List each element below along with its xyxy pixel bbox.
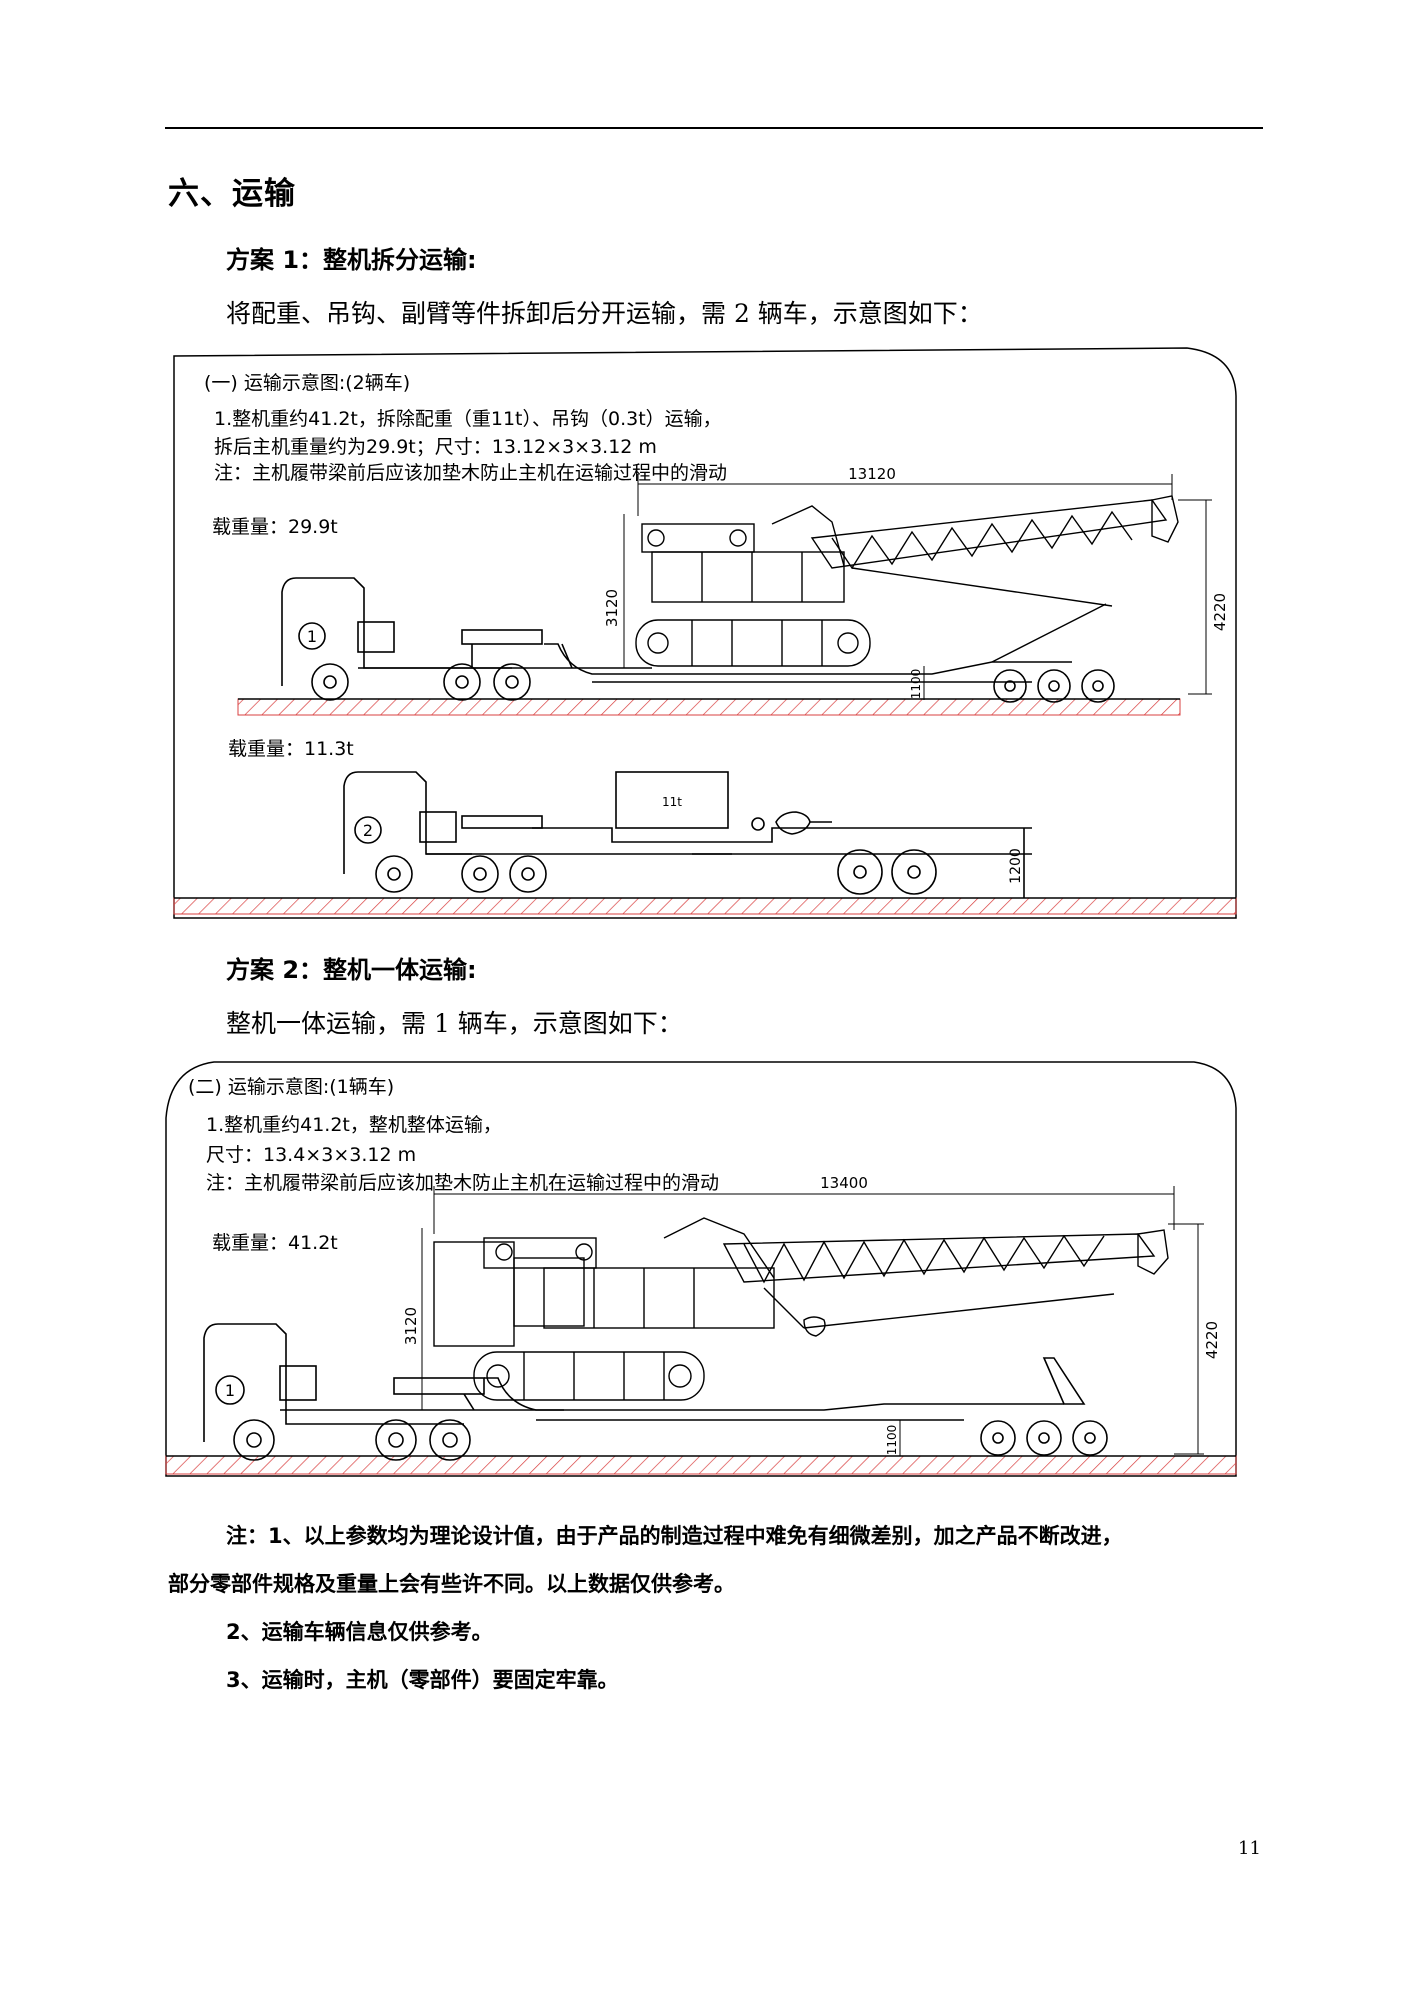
diagram-frame bbox=[173, 347, 1237, 919]
note-1b: 部分零部件规格及重量上会有些许不同。以上数据仅供参考。 bbox=[168, 1572, 735, 1596]
diagram1-line3: 注：主机履带梁前后应该加垫木防止主机在运输过程中的滑动 bbox=[214, 462, 728, 484]
note-1a: 注：1、以上参数均为理论设计值，由于产品的制造过程中难免有细微差别，加之产品不断… bbox=[226, 1524, 1123, 1548]
counterweight-label: 11t bbox=[662, 795, 682, 809]
plan2-title: 方案 2：整机一体运输: bbox=[226, 956, 477, 984]
plan1-title: 方案 1：整机拆分运输: bbox=[226, 246, 477, 274]
diagram2-line2: 尺寸：13.4×3×3.12 m bbox=[206, 1144, 417, 1166]
plan2-description: 整机一体运输，需 1 辆车，示意图如下： bbox=[226, 1009, 683, 1038]
diagram1-line1: 1.整机重约41.2t，拆除配重（重11t）、吊钩（0.3t）运输， bbox=[214, 408, 722, 430]
truck2-load: 载重量：11.3t bbox=[228, 738, 354, 760]
dim-height-2: 3120 bbox=[402, 1307, 420, 1345]
dimensions-1 bbox=[623, 474, 1212, 700]
section-title: 六、运输 bbox=[168, 176, 296, 212]
truck-2-number: 2 bbox=[363, 821, 373, 840]
dim-length-2: 13400 bbox=[820, 1174, 868, 1192]
crawler-crane-1 bbox=[635, 495, 1179, 667]
truck-1-number: 1 bbox=[307, 627, 317, 646]
dim-total-height-2: 4220 bbox=[1203, 1321, 1221, 1359]
truck1-load: 载重量：29.9t bbox=[212, 516, 338, 538]
transport-diagram-2: 13400 3120 4220 1100 1 (二) 运输示意图:(1辆车) 1… bbox=[164, 1058, 1238, 1478]
diagram1-caption: (一) 运输示意图:(2辆车) bbox=[204, 372, 411, 394]
crawler-crane-2 bbox=[433, 1217, 1169, 1401]
ground-hatch-2 bbox=[173, 897, 1237, 915]
dim-deck-2: 1200 bbox=[1008, 848, 1024, 884]
plan1-description: 将配重、吊钩、副臂等件拆卸后分开运输，需 2 辆车，示意图如下： bbox=[226, 299, 983, 328]
dim-length-1: 13120 bbox=[848, 465, 896, 483]
page-number: 11 bbox=[1238, 1838, 1261, 1859]
truck-2 bbox=[343, 771, 1032, 898]
note-3: 3、运输时，主机（零部件）要固定牢靠。 bbox=[226, 1668, 619, 1692]
diagram2-caption: (二) 运输示意图:(1辆车) bbox=[188, 1076, 395, 1098]
truck-1 bbox=[281, 577, 1115, 703]
header-rule bbox=[165, 127, 1263, 129]
notes-block: 注：1、以上参数均为理论设计值，由于产品的制造过程中难免有细微差别，加之产品不断… bbox=[168, 1512, 1268, 1704]
diagram1-line2: 拆后主机重量约为29.9t；尺寸：13.12×3×3.12 m bbox=[214, 436, 657, 458]
truck-3 bbox=[203, 1323, 1108, 1461]
truck3-load: 载重量：41.2t bbox=[212, 1232, 338, 1254]
dim-deck-1: 1100 bbox=[909, 669, 923, 700]
dimensions-2 bbox=[421, 1186, 1204, 1456]
dim-total-height-1: 4220 bbox=[1211, 593, 1229, 631]
truck-3-number: 1 bbox=[225, 1381, 235, 1400]
dim-deck-3: 1100 bbox=[885, 1425, 899, 1456]
diagram-frame-2 bbox=[165, 1061, 1237, 1477]
diagram2-line3: 注：主机履带梁前后应该加垫木防止主机在运输过程中的滑动 bbox=[206, 1172, 720, 1194]
transport-diagram-1: 13120 3120 4220 1100 1 11t bbox=[172, 346, 1238, 920]
ground-hatch-3 bbox=[165, 1455, 1237, 1475]
dim-height-1: 3120 bbox=[603, 589, 621, 627]
diagram2-line1: 1.整机重约41.2t，整机整体运输， bbox=[206, 1114, 502, 1136]
note-2: 2、运输车辆信息仅供参考。 bbox=[226, 1620, 493, 1644]
ground-hatch bbox=[237, 698, 1181, 716]
